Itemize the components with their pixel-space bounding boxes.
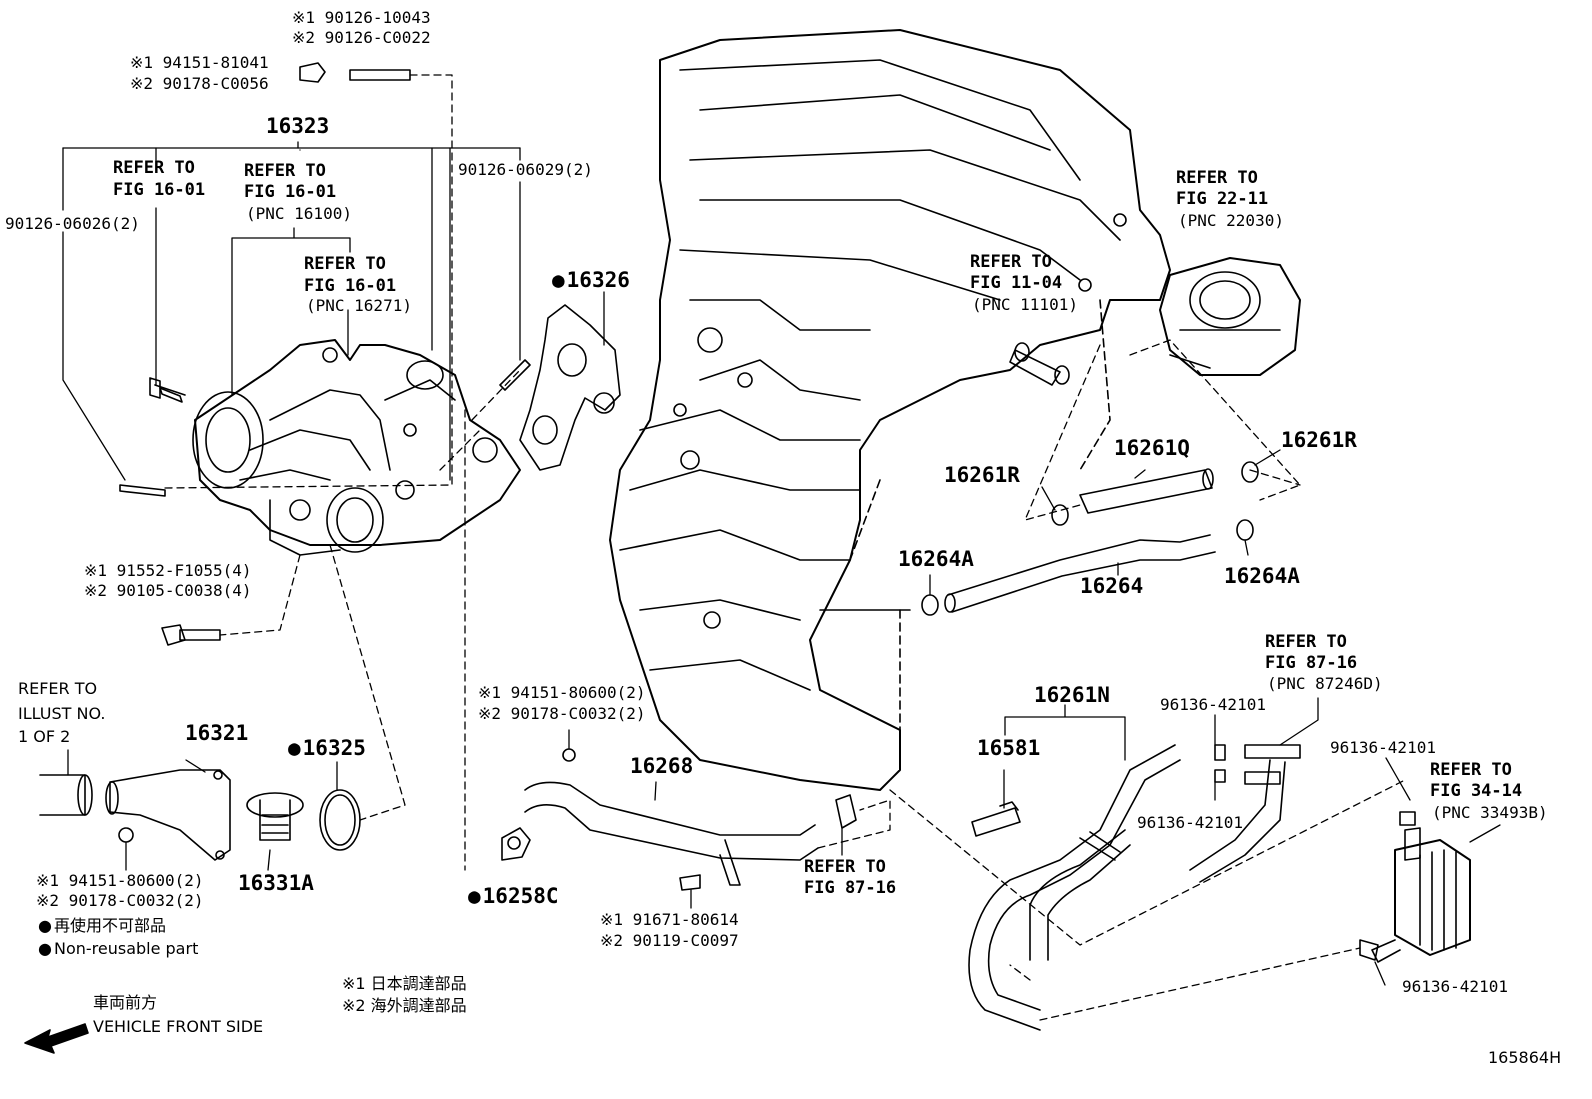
refer-illust-label: REFER TO	[18, 679, 98, 698]
callout-90178-C0032-upper: ※2 90178-C0032(2)	[478, 704, 646, 723]
part-16326: 16326	[552, 270, 630, 291]
vehicle-front-arrow	[24, 1023, 89, 1054]
callout-96136-42101-a: 96136-42101	[1160, 695, 1266, 714]
illust-1-of-2: 1 OF 2	[18, 727, 71, 746]
water-pump-housing-drawing	[192, 339, 521, 556]
part-16264: 16264	[1080, 574, 1144, 598]
fastener-drawings	[119, 62, 531, 646]
part-16331A: 16331A	[238, 871, 314, 895]
callout-91671-80614: ※1 91671-80614	[600, 910, 739, 929]
refer-pnc-87246D: (PNC 87246D)	[1267, 674, 1383, 693]
gasket-16326-drawing	[519, 304, 621, 471]
pipe-11101-drawing	[1009, 342, 1070, 386]
part-16321: 16321	[185, 721, 249, 745]
callout-90178-C0056: ※2 90178-C0056	[130, 74, 269, 93]
gasket-16325-drawing	[319, 789, 361, 851]
part-16264A-right: 16264A	[1224, 564, 1300, 588]
vehicle-front-en: VEHICLE FRONT SIDE	[93, 1017, 264, 1036]
refer-pnc-16100: (PNC 16100)	[246, 204, 352, 223]
callout-96136-42101-c: 96136-42101	[1330, 738, 1436, 757]
part-16268: 16268	[630, 754, 694, 778]
refer-fig-87-16-b: FIG 87-16	[1265, 653, 1358, 673]
figure-id: 165864H	[1488, 1048, 1562, 1067]
callout-94151-81041: ※1 94151-81041	[130, 53, 269, 72]
dashed-connector-lines	[164, 74, 1406, 1021]
refer-to-label-5: REFER TO	[970, 252, 1052, 272]
refer-to-label-7: REFER TO	[1265, 632, 1347, 652]
oil-cooler-drawing	[1371, 827, 1471, 963]
part-16581: 16581	[977, 736, 1041, 760]
throttle-body-drawing	[1159, 257, 1301, 376]
engine-block-drawing	[609, 29, 1171, 791]
refer-to-fig-16-01-label: REFER TO	[113, 158, 195, 178]
callout-90126-10043: ※1 90126-10043	[292, 8, 431, 27]
hose-16261N-drawing	[968, 744, 1301, 1031]
legend-non-reusable-jp: 再使用不可部品	[38, 918, 166, 934]
refer-to-label-6: REFER TO	[804, 857, 886, 877]
callout-90126-06029: 90126-06029(2)	[458, 160, 593, 179]
callout-90105-C0038: ※2 90105-C0038(4)	[84, 581, 252, 600]
sensor-16581-drawing	[971, 801, 1021, 837]
callout-90126-06026: 90126-06026(2)	[5, 214, 140, 233]
refer-pnc-33493B: (PNC 33493B)	[1432, 803, 1548, 822]
part-16258C: 16258C	[468, 886, 559, 907]
part-16261N: 16261N	[1034, 683, 1110, 707]
small-clamps-drawing	[1214, 744, 1416, 961]
pipe-16268-drawing	[501, 781, 857, 886]
leader-lines	[62, 141, 1501, 986]
refer-fig-87-16-a: FIG 87-16	[804, 878, 897, 898]
refer-fig-16-01-b: FIG 16-01	[244, 182, 337, 202]
part-16323: 16323	[266, 114, 330, 138]
refer-fig-16-01-c: FIG 16-01	[304, 276, 397, 296]
callout-90126-C0022: ※2 90126-C0022	[292, 28, 431, 47]
legend-non-reusable-en: Non-reusable part	[38, 941, 198, 957]
callout-96136-42101-d: 96136-42101	[1402, 977, 1508, 996]
part-16264A-left: 16264A	[898, 547, 974, 571]
callout-96136-42101-b: 96136-42101	[1137, 813, 1243, 832]
legend-note-2: ※2 海外調達部品	[342, 996, 467, 1015]
part-16325: 16325	[288, 738, 366, 759]
callout-94151-80600-lower: ※1 94151-80600(2)	[36, 871, 204, 890]
part-16261R-left: 16261R	[944, 463, 1020, 487]
refer-to-label-4: REFER TO	[1176, 168, 1258, 188]
illust-no-label: ILLUST NO.	[18, 704, 106, 723]
callout-90178-C0032-lower: ※2 90178-C0032(2)	[36, 891, 204, 910]
refer-fig-16-01-a: FIG 16-01	[113, 180, 206, 200]
hose-16264-drawing	[944, 534, 1216, 613]
refer-to-label-3: REFER TO	[304, 254, 386, 274]
refer-pnc-11101: (PNC 11101)	[972, 295, 1078, 314]
hose-16261Q-drawing	[1079, 468, 1214, 514]
callout-90119-C0097: ※2 90119-C0097	[600, 931, 739, 950]
refer-to-label-2: REFER TO	[244, 161, 326, 181]
part-16261Q: 16261Q	[1114, 436, 1190, 460]
refer-pnc-16271: (PNC 16271)	[306, 296, 412, 315]
refer-fig-11-04: FIG 11-04	[970, 273, 1063, 293]
callout-91552-F1055: ※1 91552-F1055(4)	[84, 561, 252, 580]
vehicle-front-jp: 車両前方	[93, 993, 158, 1012]
thermostat-drawing	[246, 792, 304, 841]
legend-note-1: ※1 日本調達部品	[342, 974, 467, 993]
refer-to-label-8: REFER TO	[1430, 760, 1512, 780]
water-inlet-drawing	[39, 769, 231, 861]
refer-pnc-22030: (PNC 22030)	[1178, 211, 1284, 230]
part-16261R-right: 16261R	[1281, 428, 1357, 452]
refer-fig-22-11: FIG 22-11	[1176, 189, 1269, 209]
callout-94151-80600-upper: ※1 94151-80600(2)	[478, 683, 646, 702]
refer-fig-34-14: FIG 34-14	[1430, 781, 1523, 801]
